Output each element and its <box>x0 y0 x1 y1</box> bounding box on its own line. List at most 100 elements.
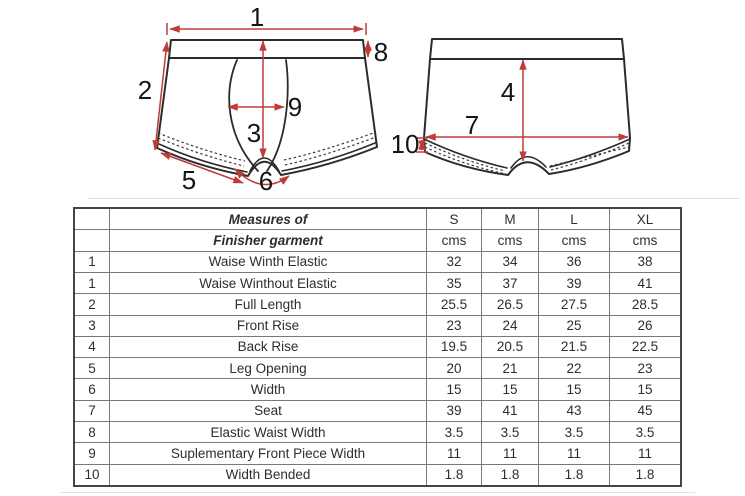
value-cell: 3.5 <box>481 420 539 444</box>
back-right-hem-fold <box>549 138 631 168</box>
value-cell: 22 <box>538 357 610 380</box>
back-hem-stitching <box>424 142 630 175</box>
top-divider-line <box>88 198 740 199</box>
measure-name-cell: Waise Winthout Elastic <box>109 271 427 295</box>
table-title-line1: Measures of <box>109 207 427 231</box>
back-dimension-lines <box>416 59 629 162</box>
value-cell: 41 <box>481 399 539 422</box>
value-cell: 20.5 <box>481 335 539 359</box>
value-cell: 35 <box>426 271 482 295</box>
table-row: 6 Width 15 15 15 15 <box>73 378 682 401</box>
dim-label-2: 2 <box>138 75 152 105</box>
value-cell: 23 <box>426 314 482 337</box>
value-cell: 45 <box>609 399 682 422</box>
front-dimension-lines <box>152 23 372 186</box>
measure-name-cell: Waise Winth Elastic <box>109 250 427 274</box>
front-view-diagram: 1 2 8 9 3 5 6 <box>138 2 388 196</box>
dim-label-4: 4 <box>501 77 515 107</box>
measure-name-cell: Full Length <box>109 293 427 316</box>
value-cell: 15 <box>609 378 682 401</box>
table-row: 1 Waise Winthout Elastic 35 37 39 41 <box>73 271 682 295</box>
size-table-container: Measures of S M L XL Finisher garment cm… <box>73 207 682 487</box>
dim-label-8: 8 <box>374 37 388 67</box>
table-header-row-2: Finisher garment cms cms cms cms <box>73 229 682 252</box>
value-cell: 20 <box>426 357 482 380</box>
value-cell: 26.5 <box>481 293 539 316</box>
front-right-hem-fold <box>281 142 376 172</box>
header-num-cell <box>73 229 110 252</box>
row-num-cell: 10 <box>73 463 110 487</box>
unit-cell-s: cms <box>426 229 482 252</box>
dimension-1-waist-width <box>166 23 367 35</box>
measure-name-cell: Elastic Waist Width <box>109 420 427 444</box>
front-pouch-right-seam <box>266 59 289 172</box>
table-row: 3 Front Rise 23 24 25 26 <box>73 314 682 337</box>
value-cell: 1.8 <box>481 463 539 487</box>
back-dimension-labels: 4 7 10 <box>393 77 515 159</box>
measure-name-cell: Suplementary Front Piece Width <box>109 442 427 465</box>
table-header-row-1: Measures of S M L XL <box>73 207 682 231</box>
row-num-cell: 3 <box>73 314 110 337</box>
table-row: 5 Leg Opening 20 21 22 23 <box>73 357 682 380</box>
measure-name-cell: Front Rise <box>109 314 427 337</box>
back-garment-outline <box>423 38 631 176</box>
dim-label-5: 5 <box>182 165 196 195</box>
size-header-s: S <box>426 207 482 231</box>
row-num-cell: 5 <box>73 357 110 380</box>
table-row: 8 Elastic Waist Width 3.5 3.5 3.5 3.5 <box>73 420 682 444</box>
value-cell: 25.5 <box>426 293 482 316</box>
size-table: Measures of S M L XL Finisher garment cm… <box>73 207 682 487</box>
dim-label-9: 9 <box>288 92 302 122</box>
size-header-m: M <box>481 207 539 231</box>
value-cell: 28.5 <box>609 293 682 316</box>
unit-cell-xl: cms <box>609 229 682 252</box>
table-row: 10 Width Bended 1.8 1.8 1.8 1.8 <box>73 463 682 487</box>
row-num-cell: 9 <box>73 442 110 465</box>
table-row: 2 Full Length 25.5 26.5 27.5 28.5 <box>73 293 682 316</box>
value-cell: 23 <box>609 357 682 380</box>
back-crotch-fold <box>510 155 547 169</box>
front-pouch-left-seam <box>228 59 259 172</box>
measure-name-cell: Width Bended <box>109 463 427 487</box>
back-left-hem-fold <box>423 138 508 169</box>
value-cell: 21.5 <box>538 335 610 359</box>
row-num-cell: 2 <box>73 293 110 316</box>
dim-label-10: 10 <box>393 129 419 159</box>
value-cell: 1.8 <box>609 463 682 487</box>
dimension-2-side-length <box>152 41 170 151</box>
size-header-l: L <box>538 207 610 231</box>
value-cell: 39 <box>426 399 482 422</box>
value-cell: 37 <box>481 271 539 295</box>
value-cell: 11 <box>609 442 682 465</box>
row-num-cell: 1 <box>73 250 110 274</box>
back-view-diagram: 4 7 10 <box>393 38 631 176</box>
value-cell: 1.8 <box>538 463 610 487</box>
unit-cell-l: cms <box>538 229 610 252</box>
dim-label-3: 3 <box>247 118 261 148</box>
dim-label-7: 7 <box>465 110 479 140</box>
row-num-cell: 1 <box>73 271 110 295</box>
dimension-10-hem-band-width <box>416 137 428 153</box>
value-cell: 15 <box>426 378 482 401</box>
front-dimension-labels: 1 2 8 9 3 5 6 <box>138 2 388 196</box>
row-num-cell: 4 <box>73 335 110 359</box>
value-cell: 21 <box>481 357 539 380</box>
value-cell: 36 <box>538 250 610 274</box>
value-cell: 1.8 <box>426 463 482 487</box>
measure-name-cell: Seat <box>109 399 427 422</box>
dimension-5-leg-hem <box>160 152 244 184</box>
value-cell: 26 <box>609 314 682 337</box>
row-num-cell: 6 <box>73 378 110 401</box>
value-cell: 15 <box>481 378 539 401</box>
dim-label-1: 1 <box>250 2 264 32</box>
value-cell: 24 <box>481 314 539 337</box>
dim-label-6: 6 <box>259 166 273 196</box>
dimension-6-crotch-curve <box>234 168 290 186</box>
value-cell: 32 <box>426 250 482 274</box>
table-row: 7 Seat 39 41 43 45 <box>73 399 682 422</box>
value-cell: 11 <box>538 442 610 465</box>
value-cell: 3.5 <box>538 420 610 444</box>
bottom-divider-line <box>60 492 695 493</box>
table-row: 1 Waise Winth Elastic 32 34 36 38 <box>73 250 682 274</box>
